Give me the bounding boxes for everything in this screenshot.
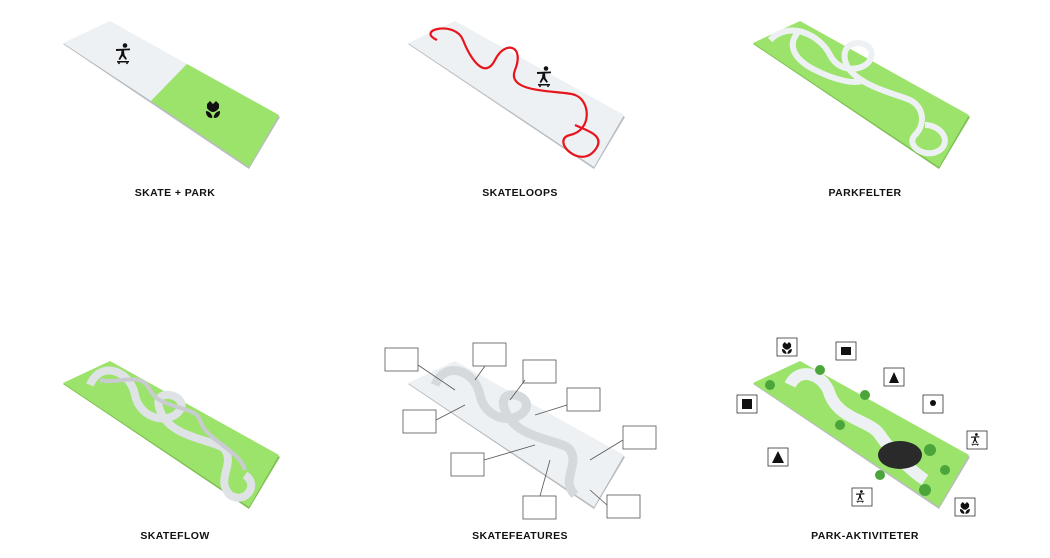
panel-skateflow: SKATEFLOW — [0, 300, 340, 550]
panel-label: SKATEFLOW — [140, 530, 210, 542]
skatefeatures-diagram — [384, 342, 657, 520]
panel-label: SKATEFEATURES — [472, 530, 568, 542]
playground-icon — [742, 399, 752, 409]
tree-icon — [772, 451, 784, 463]
feature-callout-icon — [384, 342, 657, 520]
panel-label: SKATE + PARK — [134, 187, 216, 199]
skate-park-diagram — [63, 21, 280, 169]
panel-label: PARK-AKTIVITETER — [811, 530, 919, 542]
parkfelter-diagram — [753, 21, 970, 169]
skateloops-diagram — [408, 21, 625, 169]
picnic-icon — [841, 347, 851, 355]
panel-parkfelter: PARKFELTER — [690, 0, 1030, 250]
skate-bowl — [878, 441, 922, 469]
skateflow-diagram — [63, 361, 280, 509]
basketball-icon — [930, 400, 936, 406]
bonfire-icon — [889, 372, 899, 383]
panel-skateloops: SKATELOOPS — [345, 0, 685, 250]
panel-label: SKATELOOPS — [482, 187, 558, 199]
panel-label: PARKFELTER — [828, 187, 902, 199]
panel-skatefeatures: SKATEFEATURES — [345, 300, 685, 550]
panel-park-aktiviteter: PARK-AKTIVITETER — [690, 300, 1030, 550]
panel-skate-park: SKATE + PARK — [0, 0, 340, 250]
park-aktiviteter-diagram — [736, 337, 988, 517]
